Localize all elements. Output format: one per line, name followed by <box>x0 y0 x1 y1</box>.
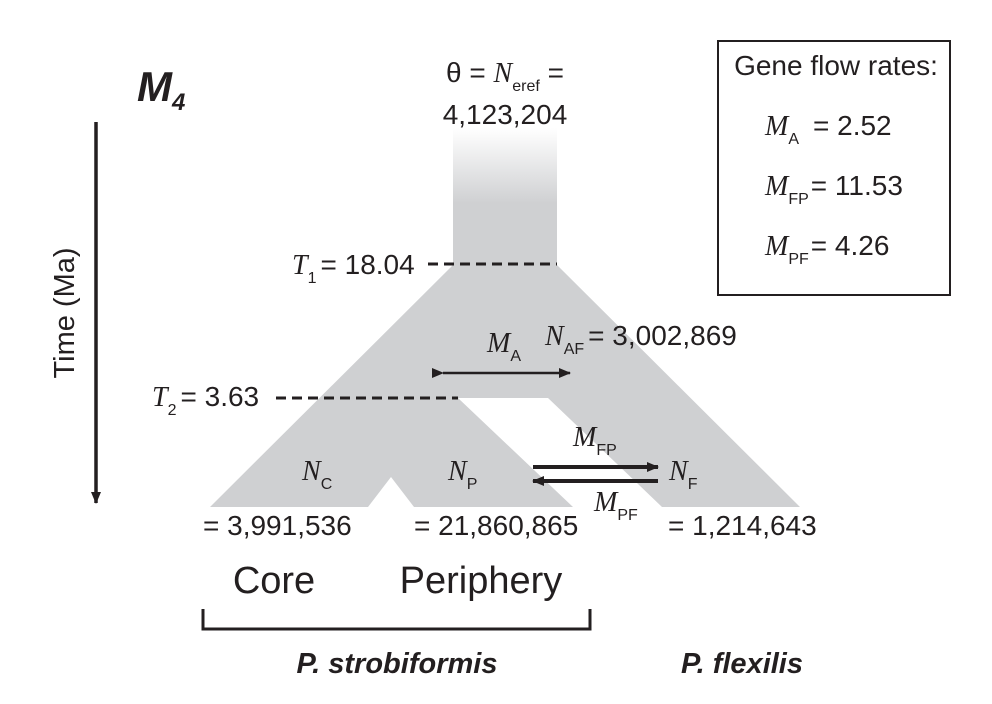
nc-label: NC <box>301 456 332 493</box>
population-core-label: Core <box>233 560 315 602</box>
nc-value: = 3,991,536 <box>203 510 352 541</box>
legend-title: Gene flow rates: <box>734 50 938 81</box>
legend-item-mpf: MPF= 4.26 <box>764 230 889 268</box>
ma-label: MA <box>486 328 521 365</box>
legend-item-mfp: MFP= 11.53 <box>764 170 903 208</box>
mfp-label: MFP <box>572 422 617 459</box>
species-strobiformis-label: P. strobiformis <box>297 648 498 680</box>
np-value: = 21,860,865 <box>414 510 578 541</box>
theta-label-line1: θ = Neref = <box>446 57 564 95</box>
legend-item-ma: MA= 2.52 <box>764 110 892 148</box>
species-bracket <box>201 609 592 631</box>
nf-label: NF <box>668 456 698 493</box>
time-axis-label: Time (Ma) <box>49 247 81 378</box>
naf-label: NAF= 3,002,869 <box>544 320 737 358</box>
model-label: M4 <box>137 63 185 116</box>
np-label: NP <box>447 456 477 493</box>
theta-value: 4,123,204 <box>443 99 568 130</box>
mpf-label: MPF <box>593 487 638 524</box>
species-flexilis-label: P. flexilis <box>681 648 803 680</box>
t2-label: T2= 3.63 <box>152 381 259 419</box>
ancestral-root-branch <box>453 128 557 265</box>
nf-value: = 1,214,643 <box>668 510 817 541</box>
population-periphery-label: Periphery <box>400 560 563 602</box>
gene-flow-legend-box <box>717 40 951 296</box>
population-tree-shape <box>210 265 800 507</box>
t1-label: T1= 18.04 <box>292 249 415 287</box>
